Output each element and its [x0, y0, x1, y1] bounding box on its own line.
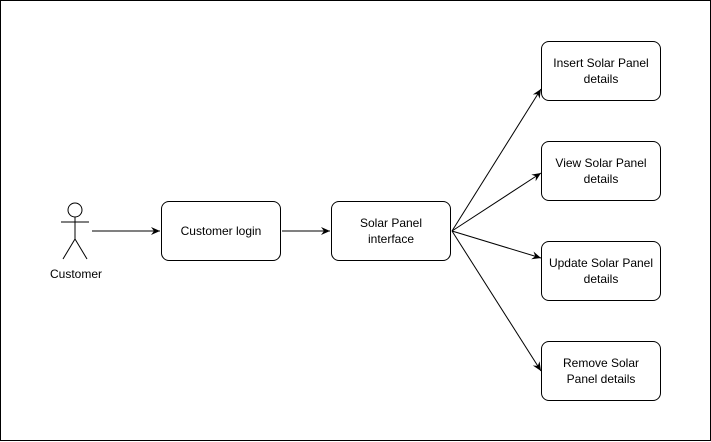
remove-details-label: Remove Solar Panel details	[562, 356, 640, 386]
insert-details-label: Insert Solar Panel details	[553, 56, 649, 86]
insert-details-node[interactable]: Insert Solar Panel details	[541, 41, 661, 101]
customer-login-node[interactable]: Customer login	[161, 201, 281, 261]
edge-interface-to-view	[451, 172, 542, 232]
view-details-node[interactable]: View Solar Panel details	[541, 141, 661, 201]
update-details-node[interactable]: Update Solar Panel details	[541, 241, 661, 301]
view-details-label: View Solar Panel details	[555, 156, 647, 186]
edge-interface-to-update	[451, 230, 542, 260]
edge-interface-to-insert	[451, 88, 542, 232]
customer-actor-icon	[61, 202, 89, 260]
customer-login-label: Customer login	[180, 224, 262, 238]
solar-panel-interface-node[interactable]: Solar Panel interface	[331, 201, 451, 261]
remove-details-node[interactable]: Remove Solar Panel details	[541, 341, 661, 401]
solar-panel-interface-label: Solar Panel interface	[359, 216, 423, 246]
edge-interface-to-remove	[451, 230, 542, 372]
customer-actor-label: Customer	[49, 267, 102, 281]
update-details-label: Update Solar Panel details	[548, 256, 654, 286]
